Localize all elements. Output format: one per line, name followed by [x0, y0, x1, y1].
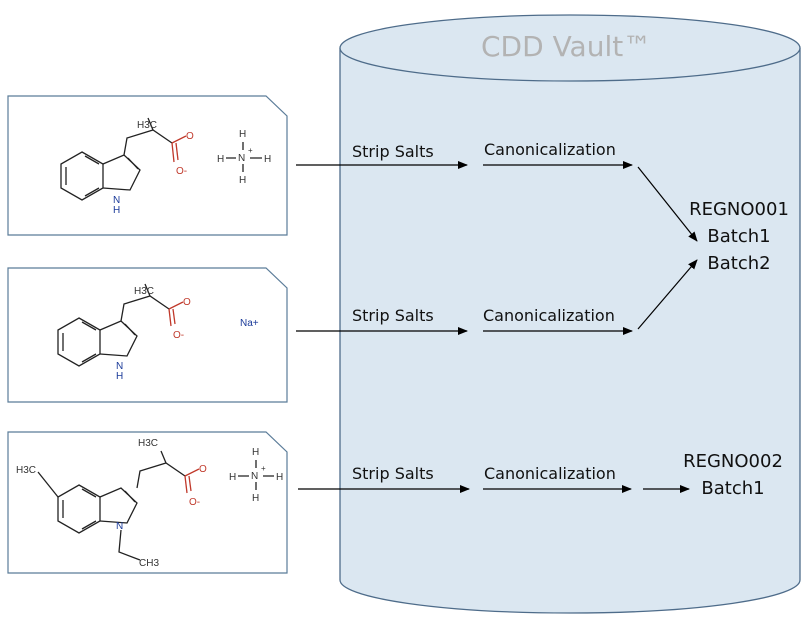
- h-left-label: H: [229, 472, 236, 483]
- h-top-label: H: [239, 129, 246, 140]
- ammonium-n-label: N: [238, 153, 245, 164]
- molecule-box-1: [7, 95, 288, 236]
- vault-cylinder-top: [339, 14, 801, 82]
- nitrogen-label: N: [116, 521, 123, 532]
- regno-label: REGNO002: [683, 451, 783, 472]
- h-top-label: H: [252, 447, 259, 458]
- nitrogen-label: N: [116, 361, 123, 372]
- regno-label: REGNO001: [689, 199, 789, 220]
- registration-result-1: REGNO001 Batch1 Batch2: [684, 196, 794, 277]
- h-right-label: H: [276, 472, 283, 483]
- h-right-label: H: [264, 154, 271, 165]
- canonicalization-label-1: Canonicalization: [484, 140, 616, 159]
- ch3-label: H3C: [134, 286, 154, 297]
- canonicalization-label-3: Canonicalization: [484, 464, 616, 483]
- molecule-3-labels: H3C H3C O O- N CH3 H N + H H H: [16, 438, 283, 569]
- ch3-label: H3C: [16, 465, 36, 476]
- strip-salts-label-2: Strip Salts: [352, 306, 434, 325]
- oxygen-label: O: [183, 297, 191, 308]
- arrow-to-reg-1b: [637, 259, 698, 330]
- nh-hydrogen-label: H: [113, 205, 120, 216]
- sodium-label: Na+: [240, 318, 259, 329]
- arrow-to-reg-1a: [637, 166, 698, 242]
- oxygen-anion-label: O-: [176, 166, 187, 177]
- oxygen-label: O: [186, 131, 194, 142]
- registration-result-2: REGNO002 Batch1: [678, 448, 788, 502]
- oxygen-anion-label: O-: [189, 497, 200, 508]
- molecule-1-labels: H3C O O- N H H N + H H H: [113, 120, 271, 216]
- oxygen-anion-label: O-: [173, 330, 184, 341]
- nh-hydrogen-label: H: [116, 371, 123, 382]
- h-bottom-label: H: [252, 493, 259, 504]
- oxygen-label: O: [199, 464, 207, 475]
- strip-salts-label-1: Strip Salts: [352, 142, 434, 161]
- plus-label: +: [261, 464, 266, 473]
- molecule-2-structure: [57, 283, 184, 367]
- molecule-box-2: [7, 267, 288, 403]
- batch-label: Batch2: [707, 253, 771, 274]
- ch3-label: CH3: [139, 558, 159, 569]
- canonicalization-label-2: Canonicalization: [483, 306, 615, 325]
- ammonium-n-label: N: [251, 471, 258, 482]
- molecule-box-3: [7, 431, 288, 574]
- molecule-3-structure: [37, 450, 274, 561]
- molecule-1-structure: [60, 117, 262, 201]
- vault-title: CDD Vault™: [481, 30, 652, 63]
- plus-label: +: [248, 146, 253, 155]
- batch-label: Batch1: [701, 478, 765, 499]
- molecule-2-labels: H3C O O- N H Na+: [116, 286, 259, 382]
- ch3-label: H3C: [138, 438, 158, 449]
- ch3-label: H3C: [137, 120, 157, 131]
- h-bottom-label: H: [239, 175, 246, 186]
- batch-label: Batch1: [707, 226, 771, 247]
- h-left-label: H: [217, 154, 224, 165]
- nitrogen-label: N: [113, 195, 120, 206]
- strip-salts-label-3: Strip Salts: [352, 464, 434, 483]
